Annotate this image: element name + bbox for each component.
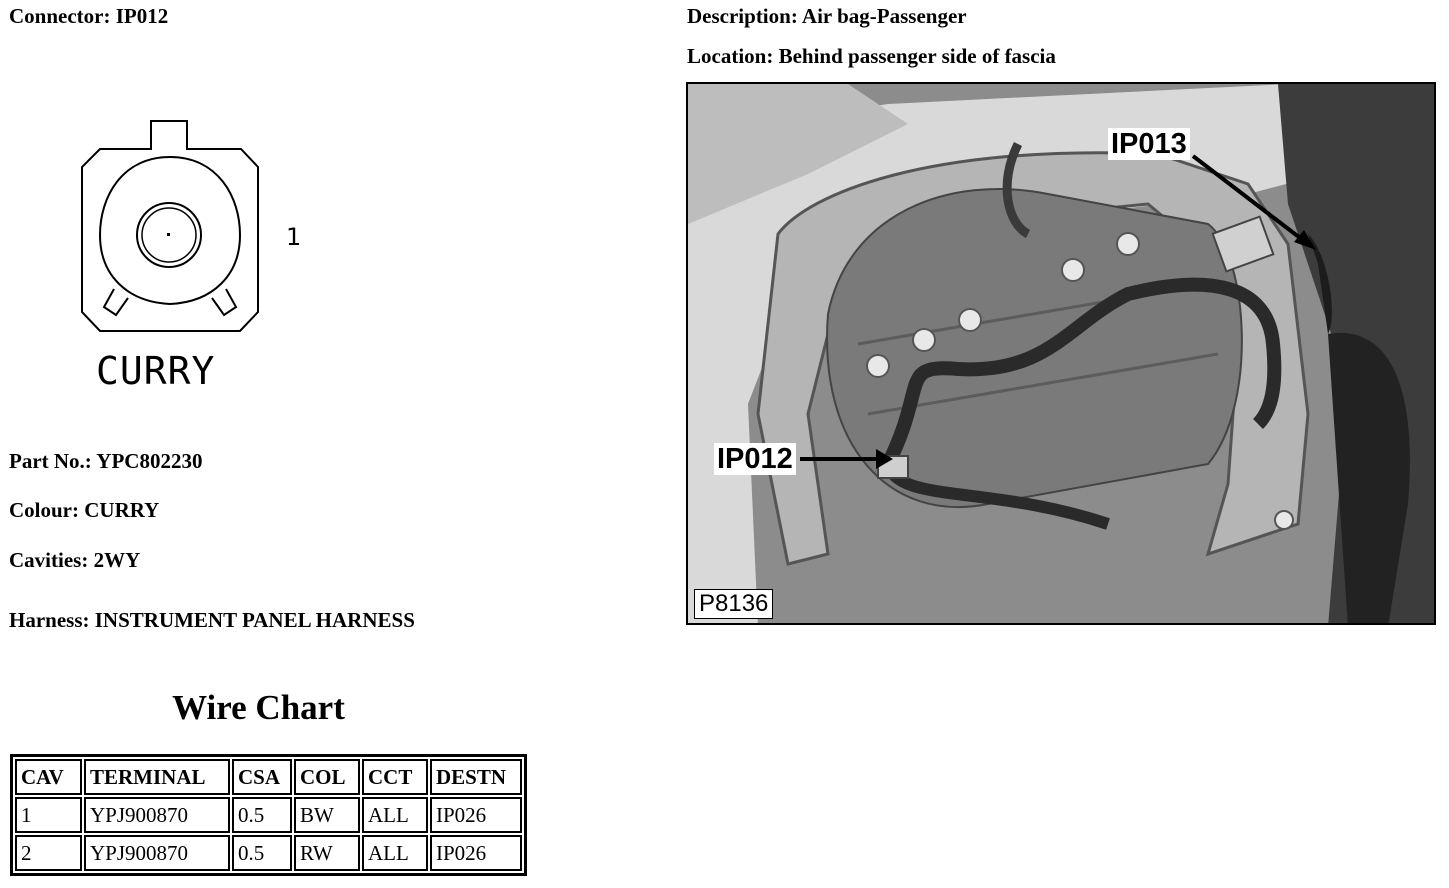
connector-label: Connector: IP012 [9,4,168,29]
header-csa: CSA [232,759,292,795]
connector-value: IP012 [115,4,169,28]
description-value: Air bag-Passenger [801,4,967,28]
cavity-number-label: 1 [286,223,302,251]
header-col: COL [294,759,360,795]
connector-key: Connector: [9,4,111,28]
part-no-value: YPC802230 [96,449,203,473]
cell-destn: IP026 [430,835,522,871]
location-photo: IP013 IP012 P8136 [686,82,1436,625]
colour-value: CURRY [84,498,160,522]
description-label: Description: Air bag-Passenger [687,4,967,29]
cell-col: RW [294,835,360,871]
wire-chart-title: Wire Chart [172,688,345,727]
harness-label: Harness: INSTRUMENT PANEL HARNESS [9,608,415,633]
cell-destn: IP026 [430,797,522,833]
table-row: 2 YPJ900870 0.5 RW ALL IP026 [15,835,522,871]
location-label: Location: Behind passenger side of fasci… [687,44,1056,69]
cell-col: BW [294,797,360,833]
harness-value: INSTRUMENT PANEL HARNESS [94,608,415,632]
wire-chart-table: CAV TERMINAL CSA COL CCT DESTN 1 YPJ9008… [10,754,527,876]
cavities-value: 2WY [93,548,141,572]
cavities-label: Cavities: 2WY [9,548,140,573]
location-value: Behind passenger side of fascia [778,44,1056,68]
location-key: Location: [687,44,774,68]
cell-cav: 1 [15,797,82,833]
callout-ip012: IP012 [714,443,796,475]
harness-key: Harness: [9,608,90,632]
cell-csa: 0.5 [232,835,292,871]
cavities-key: Cavities: [9,548,89,572]
header-destn: DESTN [430,759,522,795]
cell-cav: 2 [15,835,82,871]
part-no-label: Part No.: YPC802230 [9,449,202,474]
header-terminal: TERMINAL [84,759,230,795]
connector-face-diagram: 1 CURRY [78,117,318,407]
colour-label: Colour: CURRY [9,498,159,523]
colour-key: Colour: [9,498,79,522]
part-no-key: Part No.: [9,449,92,473]
cell-terminal: YPJ900870 [84,797,230,833]
cell-cct: ALL [362,797,428,833]
wire-chart-header-row: CAV TERMINAL CSA COL CCT DESTN [15,759,522,795]
cell-cct: ALL [362,835,428,871]
diagram-colour-label: CURRY [96,349,216,393]
photo-reference: P8136 [694,589,774,619]
cell-terminal: YPJ900870 [84,835,230,871]
photo-illustration [688,84,1434,623]
callout-ip013: IP013 [1108,128,1190,160]
table-row: 1 YPJ900870 0.5 BW ALL IP026 [15,797,522,833]
header-cav: CAV [15,759,82,795]
cell-csa: 0.5 [232,797,292,833]
description-key: Description: [687,4,798,28]
header-cct: CCT [362,759,428,795]
